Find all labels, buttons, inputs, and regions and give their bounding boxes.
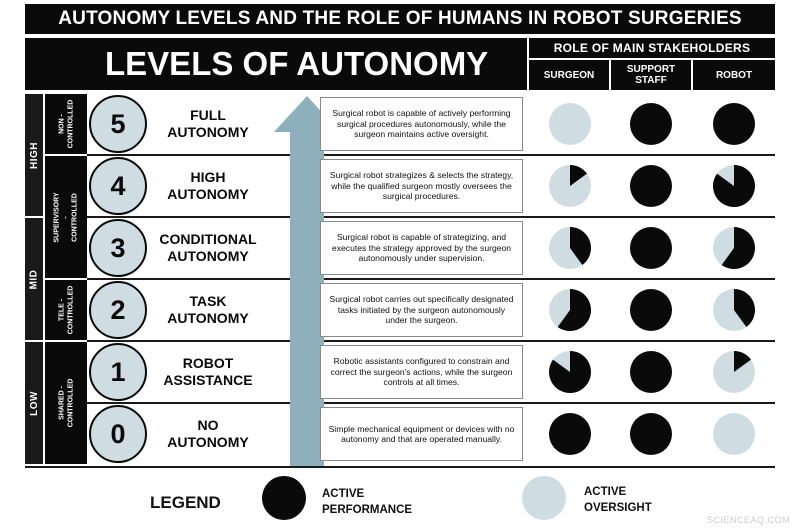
level-label: NO AUTONOMY: [167, 417, 249, 450]
pie-performance-slice: [721, 227, 755, 269]
surgeon-role-pie: [548, 102, 592, 151]
row-divider: [87, 278, 775, 280]
pie-base: [630, 165, 672, 207]
level-number: 2: [89, 281, 147, 339]
pie-base: [549, 413, 591, 455]
level-label: HIGH AUTONOMY: [167, 169, 249, 202]
legend-performance-label: ACTIVE PERFORMANCE: [322, 488, 413, 516]
legend-oversight-label: ACTIVE OVERSIGHT: [584, 486, 652, 514]
support-staff-role-pie: [629, 350, 673, 399]
legend-performance-swatch: [262, 476, 306, 520]
control-shared-controlled-label: SHARED - CONTROLLED: [58, 378, 75, 428]
watermark: SCIENCEAQ.COM: [706, 515, 790, 525]
level-label: FULL AUTONOMY: [167, 107, 249, 140]
support-staff-role-pie: [629, 164, 673, 213]
tier-mid: MID: [25, 218, 43, 340]
tier-low-label: LOW: [28, 390, 40, 416]
surgeon-role-pie: [548, 164, 592, 213]
column-surgeon: SURGEON: [529, 60, 609, 90]
level-number: 0: [89, 405, 147, 463]
levels-header: LEVELS OF AUTONOMY: [25, 38, 527, 90]
surgeon-role-pie: [548, 412, 592, 461]
robot-role-pie: [712, 164, 756, 213]
level-description: Surgical robot carries out specifically …: [320, 283, 523, 337]
main-title: AUTONOMY LEVELS AND THE ROLE OF HUMANS I…: [25, 4, 775, 34]
tier-high-label: HIGH: [28, 141, 40, 169]
surgeon-role-pie: [548, 226, 592, 275]
tier-high: HIGH: [25, 94, 43, 216]
support-staff-role-pie: [629, 288, 673, 337]
stakeholders-header: ROLE OF MAIN STAKEHOLDERS: [529, 38, 775, 58]
row-divider: [87, 402, 775, 404]
surgeon-role-pie: [548, 350, 592, 399]
level-description: Surgical robot is capable of strategizin…: [320, 221, 523, 275]
level-number: 3: [89, 219, 147, 277]
pie-performance-slice: [713, 165, 755, 207]
pie-base: [630, 103, 672, 145]
pie-base: [630, 351, 672, 393]
row-divider: [87, 216, 775, 218]
control-supervisory-controlled: SUPERVISORY - CONTROLLED: [45, 156, 87, 278]
level-description: Surgical robot strategizes & selects the…: [320, 159, 523, 213]
level-label: ROBOT ASSISTANCE: [163, 355, 253, 388]
legend-title: LEGEND: [150, 493, 221, 512]
pie-performance-slice: [570, 165, 587, 186]
tier-low: LOW: [25, 342, 43, 464]
row-divider: [87, 154, 775, 156]
pie-base: [713, 103, 755, 145]
legend-oversight-swatch: [522, 476, 566, 520]
robot-role-pie: [712, 102, 756, 151]
pie-base: [630, 227, 672, 269]
levels-header-label: LEVELS OF AUTONOMY: [105, 45, 489, 82]
pie-performance-slice: [557, 289, 591, 331]
surgeon-role-pie: [548, 288, 592, 337]
control-non-controlled-label: NON - CONTROLLED: [58, 99, 75, 149]
robot-role-pie: [712, 412, 756, 461]
column-support-staff: SUPPORT STAFF: [611, 60, 691, 90]
pie-base: [630, 413, 672, 455]
control-tele-controlled: TELE - CONTROLLED: [45, 280, 87, 340]
level-description: Robotic assistants configured to constra…: [320, 345, 523, 399]
support-staff-role-pie: [629, 412, 673, 461]
level-description: Simple mechanical equipment or devices w…: [320, 407, 523, 461]
level-label: CONDITIONAL AUTONOMY: [159, 231, 257, 264]
pie-performance-slice: [570, 227, 591, 265]
level-number: 4: [89, 157, 147, 215]
pie-base: [549, 103, 591, 145]
level-number: 5: [89, 95, 147, 153]
level-description: Surgical robot is capable of actively pe…: [320, 97, 523, 151]
support-staff-role-pie: [629, 102, 673, 151]
level-number: 1: [89, 343, 147, 401]
row-divider: [87, 340, 775, 342]
robot-role-pie: [712, 288, 756, 337]
pie-performance-slice: [734, 351, 751, 372]
legend-divider: [25, 466, 775, 468]
tier-mid-label: MID: [28, 269, 40, 289]
control-supervisory-controlled-label: SUPERVISORY - CONTROLLED: [53, 191, 79, 243]
level-label: TASK AUTONOMY: [167, 293, 249, 326]
column-robot: ROBOT: [693, 60, 775, 90]
control-tele-controlled-label: TELE - CONTROLLED: [58, 285, 75, 335]
control-non-controlled: NON - CONTROLLED: [45, 94, 87, 154]
pie-performance-slice: [734, 289, 755, 327]
pie-base: [713, 413, 755, 455]
robot-role-pie: [712, 226, 756, 275]
pie-performance-slice: [549, 351, 591, 393]
support-staff-role-pie: [629, 226, 673, 275]
control-shared-controlled: SHARED - CONTROLLED: [45, 342, 87, 464]
pie-base: [630, 289, 672, 331]
robot-role-pie: [712, 350, 756, 399]
